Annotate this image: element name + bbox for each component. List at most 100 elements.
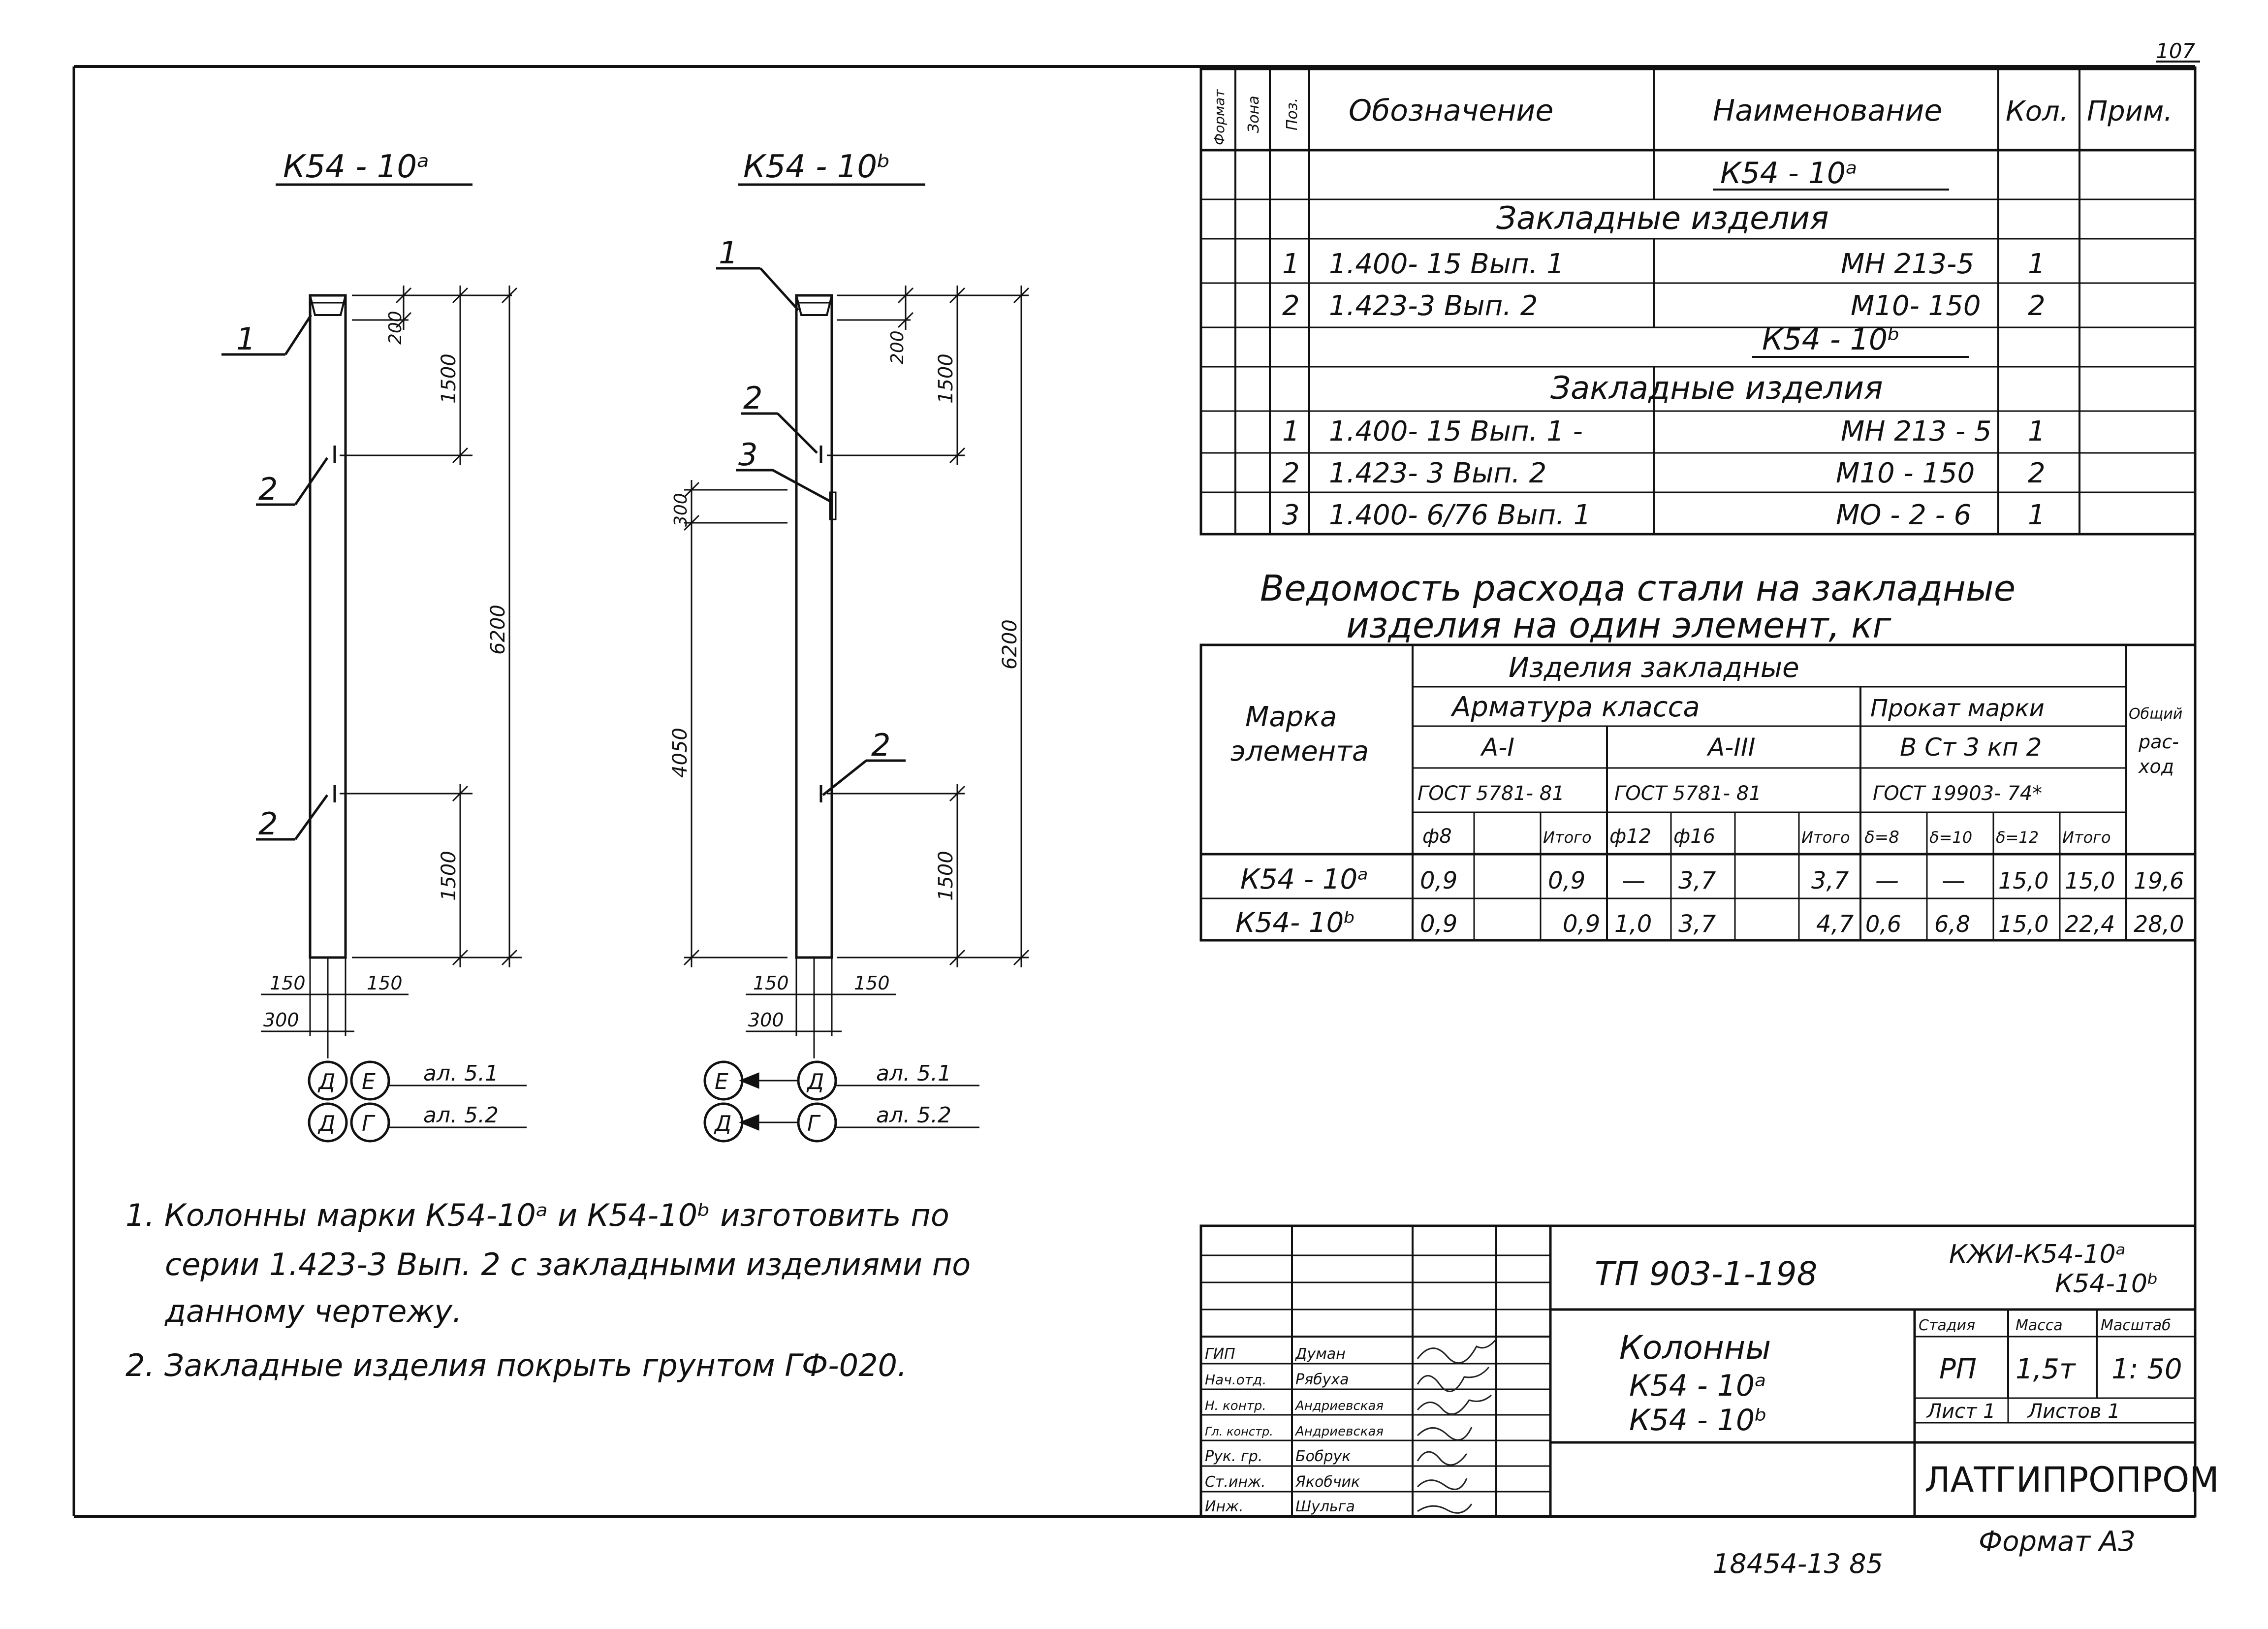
spec-a2-qty: 2 bbox=[2028, 290, 2046, 322]
steel-head-total-2: рас- bbox=[2138, 731, 2179, 753]
steel-r2-v8: 6,8 bbox=[1934, 911, 1970, 937]
title-block-text: ТП 903-1-198 КЖИ-К54-10ᵃ К54-10ᵇ Колонны… bbox=[1205, 1240, 2219, 1515]
sheet-number: 107 bbox=[2156, 39, 2195, 63]
stamp-scale: 1: 50 bbox=[2111, 1353, 2182, 1385]
spec-a1-code: 1.400- 15 Вып. 1 bbox=[1329, 248, 1564, 280]
axis-a-left-bot: Д bbox=[317, 1111, 335, 1136]
spec-head-name: Наименование bbox=[1713, 94, 1942, 128]
spec-b2-name: М10 - 150 bbox=[1836, 457, 1975, 489]
stamp-role-2: Н. контр. bbox=[1205, 1399, 1266, 1413]
stamp-project: ТП 903-1-198 bbox=[1595, 1255, 1818, 1293]
spec-group-a: Закладные изделия bbox=[1496, 200, 1829, 237]
spec-title-a: К54 - 10ᵃ bbox=[1720, 156, 1858, 191]
callout-2-a-bot: 2 bbox=[258, 806, 278, 842]
stamp-stage: РП bbox=[1939, 1353, 1977, 1385]
note-2: 2. Закладные изделия покрыть грунтом ГФ-… bbox=[126, 1347, 907, 1383]
steel-head-ai: А-I bbox=[1480, 733, 1514, 762]
column-drawing-b bbox=[683, 183, 1030, 1143]
spec-b1-name: МН 213 - 5 bbox=[1841, 415, 1992, 447]
signatures bbox=[1417, 1339, 1497, 1514]
steel-r1-v2: 0,9 bbox=[1548, 867, 1585, 894]
stamp-role-4: Рук. гр. bbox=[1205, 1448, 1262, 1465]
steel-r2-v10: 22,4 bbox=[2065, 911, 2115, 937]
spec-group-b: Закладные изделия bbox=[1550, 370, 1883, 407]
dim-1500-b-top: 1500 bbox=[935, 353, 957, 404]
column-drawing-a bbox=[221, 183, 527, 1143]
steel-sub-d8: δ=8 bbox=[1864, 828, 1899, 847]
callout-1-a: 1 bbox=[236, 321, 255, 357]
stamp-head-scale: Масштаб bbox=[2101, 1317, 2171, 1334]
steel-r1-v0: 0,9 bbox=[1420, 867, 1457, 894]
steel-title-line1: Ведомость расхода стали на закладные bbox=[1260, 568, 2016, 609]
steel-r2-v6: 4,7 bbox=[1816, 910, 1854, 938]
spec-b2-code: 1.423- 3 Вып. 2 bbox=[1329, 457, 1546, 489]
callout-3-b: 3 bbox=[738, 437, 757, 473]
steel-r1-v7: — bbox=[1875, 867, 1899, 894]
steel-sub-total1: Итого bbox=[1543, 828, 1592, 847]
spec-b1-code: 1.400- 15 Вып. 1 - bbox=[1329, 415, 1583, 447]
axis-b-ref-bot: ал. 5.2 bbox=[876, 1103, 951, 1128]
spec-b3-qty: 1 bbox=[2028, 499, 2046, 531]
spec-a2-name: М10- 150 bbox=[1851, 290, 1981, 322]
stamp-head-mass: Масса bbox=[2016, 1317, 2063, 1334]
steel-head-steel: В Ст 3 кп 2 bbox=[1900, 733, 2042, 762]
drawing-labels: К54 - 10ᵃ К54 - 10ᵇ 1 2 2 1 2 3 2 200 15… bbox=[236, 149, 1021, 1136]
steel-sub-d10: δ=10 bbox=[1929, 828, 1972, 847]
spec-b1-pos: 1 bbox=[1282, 415, 1300, 447]
dim-150-b-right: 150 bbox=[854, 972, 890, 994]
dim-4050-b: 4050 bbox=[669, 728, 692, 778]
steel-r2-v7: 0,6 bbox=[1865, 911, 1901, 937]
spec-a2-pos: 2 bbox=[1282, 290, 1300, 322]
callout-2-a-top: 2 bbox=[258, 471, 278, 507]
axis-b-ref-top: ал. 5.1 bbox=[876, 1061, 951, 1086]
stamp-person-0: Думан bbox=[1294, 1345, 1346, 1363]
steel-head-gost2: ГОСТ 5781- 81 bbox=[1614, 782, 1762, 805]
axis-a-right-bot: Г bbox=[362, 1111, 376, 1136]
steel-head-gost3: ГОСТ 19903- 74* bbox=[1873, 782, 2042, 805]
title-column-b: К54 - 10ᵇ bbox=[743, 149, 891, 185]
callout-1-b: 1 bbox=[719, 235, 738, 271]
steel-r2-v4: 3,7 bbox=[1678, 910, 1716, 938]
note-1-line-1: 1. Колонны марки К54-10ᵃ и К54-10ᵇ изгот… bbox=[126, 1197, 949, 1233]
spec-a1-name: МН 213-5 bbox=[1841, 248, 1974, 280]
stamp-code-line1: КЖИ-К54-10ᵃ bbox=[1949, 1240, 2126, 1269]
spec-b3-code: 1.400- 6/76 Вып. 1 bbox=[1329, 499, 1591, 531]
steel-r2-v0: 0,9 bbox=[1420, 910, 1457, 938]
axis-a-right-top: Е bbox=[362, 1069, 376, 1094]
stamp-sheets: Листов 1 bbox=[2027, 1400, 2120, 1423]
steel-head-gost1: ГОСТ 5781- 81 bbox=[1418, 782, 1565, 805]
steel-table-text: Марка элемента Изделия закладные Арматур… bbox=[1230, 652, 2184, 939]
spec-b2-pos: 2 bbox=[1282, 457, 1300, 489]
spec-head-qty: Кол. bbox=[2006, 96, 2069, 128]
note-1-line-2: серии 1.423-3 Вып. 2 с закладными издели… bbox=[165, 1246, 971, 1282]
steel-r2-total: 28,0 bbox=[2134, 911, 2184, 937]
stamp-person-2: Андриевская bbox=[1294, 1399, 1384, 1413]
dim-150-a-left: 150 bbox=[270, 972, 306, 994]
stamp-head-stage: Стадия bbox=[1919, 1317, 1975, 1334]
spec-a1-qty: 1 bbox=[2028, 248, 2046, 280]
axis-b-left-top: Е bbox=[715, 1069, 728, 1094]
stamp-role-1: Нач.отд. bbox=[1205, 1372, 1266, 1388]
spec-b1-qty: 1 bbox=[2028, 415, 2046, 447]
steel-table bbox=[1199, 643, 2197, 942]
stamp-person-3: Андриевская bbox=[1294, 1424, 1384, 1439]
steel-r1-v6: 3,7 bbox=[1811, 867, 1849, 894]
steel-head-aiii: А-III bbox=[1706, 733, 1755, 762]
dim-150-b-left: 150 bbox=[753, 972, 789, 994]
axis-a-left-top: Д bbox=[317, 1069, 335, 1094]
spec-head-note: Прим. bbox=[2087, 96, 2173, 128]
axis-a-ref-bot: ал. 5.2 bbox=[423, 1103, 499, 1128]
axis-b-right-top: Д bbox=[806, 1069, 824, 1094]
spec-title-b: К54 - 10ᵇ bbox=[1762, 322, 1900, 357]
stamp-mass: 1,5т bbox=[2016, 1353, 2076, 1385]
stamp-org: ЛАТГИПРОПРОМ bbox=[1924, 1460, 2219, 1500]
steel-sub-total3: Итого bbox=[2062, 828, 2111, 847]
dim-6200-a: 6200 bbox=[487, 605, 509, 655]
dim-300-b: 300 bbox=[671, 493, 691, 527]
steel-head-rolled: Прокат марки bbox=[1870, 695, 2045, 722]
steel-head-mark-1: Марка bbox=[1245, 701, 1337, 733]
dim-6200-b: 6200 bbox=[999, 619, 1021, 670]
axis-b-right-bot: Г bbox=[807, 1111, 821, 1136]
stamp-person-6: Шульга bbox=[1295, 1498, 1355, 1515]
